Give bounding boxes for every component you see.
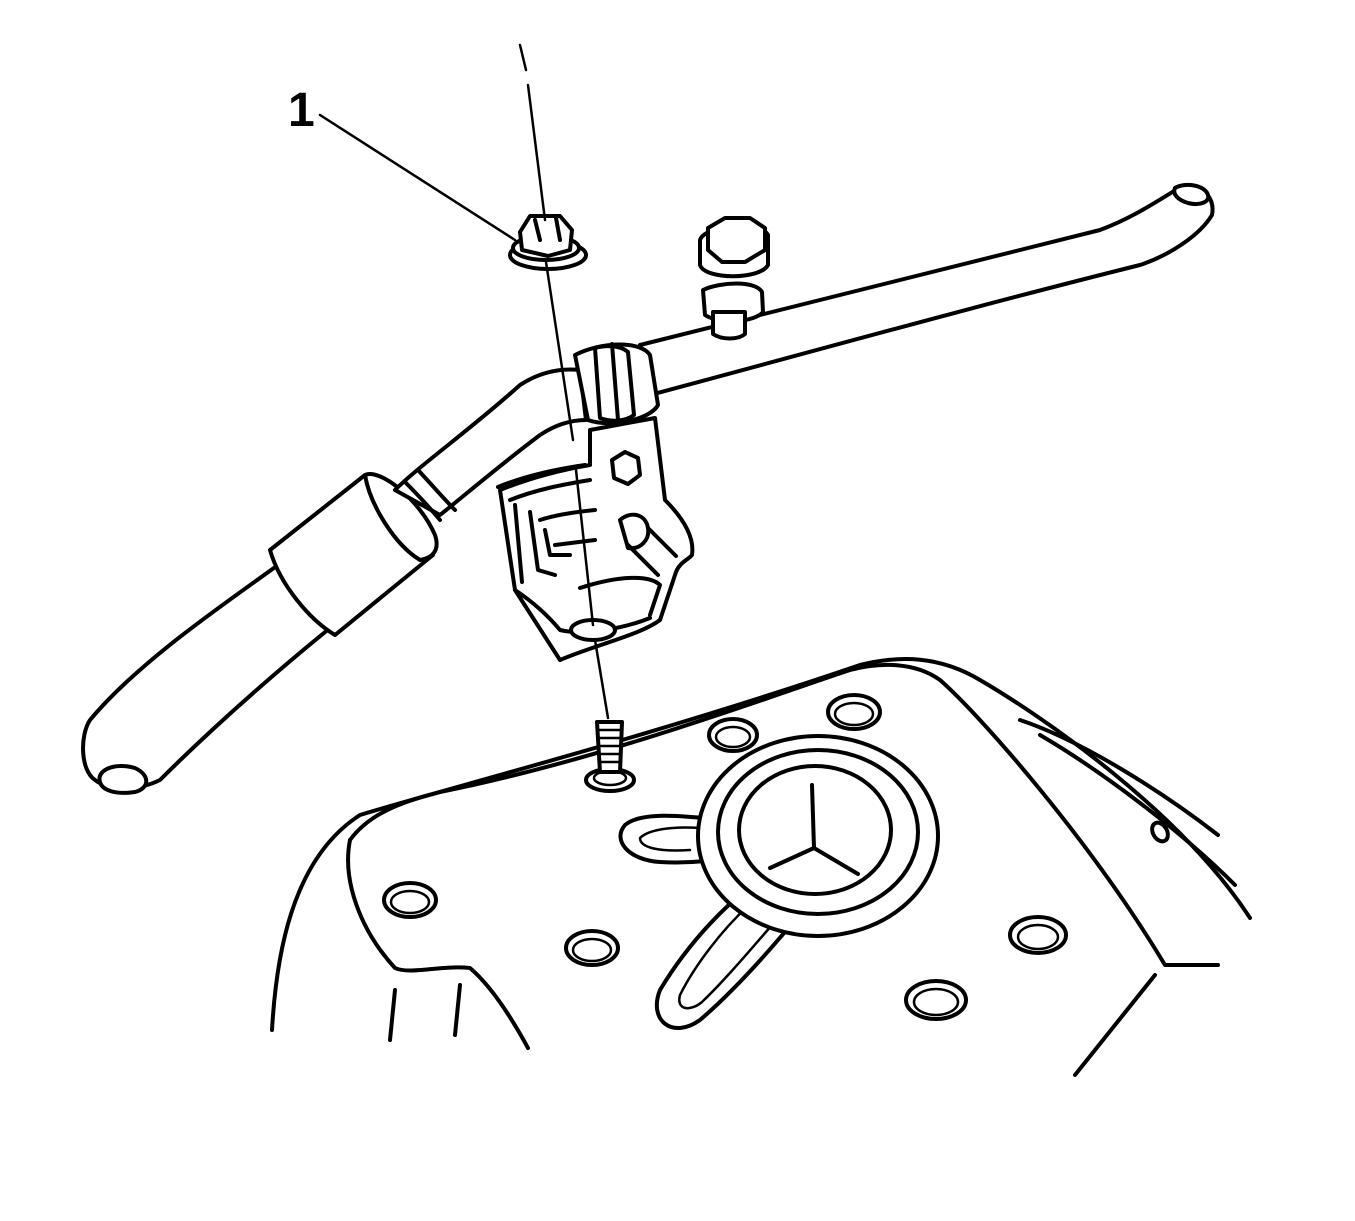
bolt-hole: [904, 979, 968, 1021]
callout-leader-line: [318, 113, 517, 242]
central-port-boss: [618, 734, 940, 1031]
bolt-holes: [382, 693, 1068, 1021]
alignment-centerline: [518, 43, 610, 720]
callout-1: 1: [288, 84, 517, 242]
engine-base-casting: [270, 657, 1252, 1077]
callout-1-label: 1: [288, 84, 315, 137]
vapor-line-tube: [81, 182, 1215, 795]
bolt-hole: [382, 881, 438, 919]
bracket-bolt-head: [610, 450, 642, 486]
bolt-hole: [564, 929, 620, 967]
bolt-hole: [826, 693, 882, 731]
tube-bracket: [496, 416, 695, 662]
flange-nut: [508, 214, 588, 271]
bolt-hole: [1008, 915, 1068, 955]
mounting-stud: [584, 720, 636, 793]
